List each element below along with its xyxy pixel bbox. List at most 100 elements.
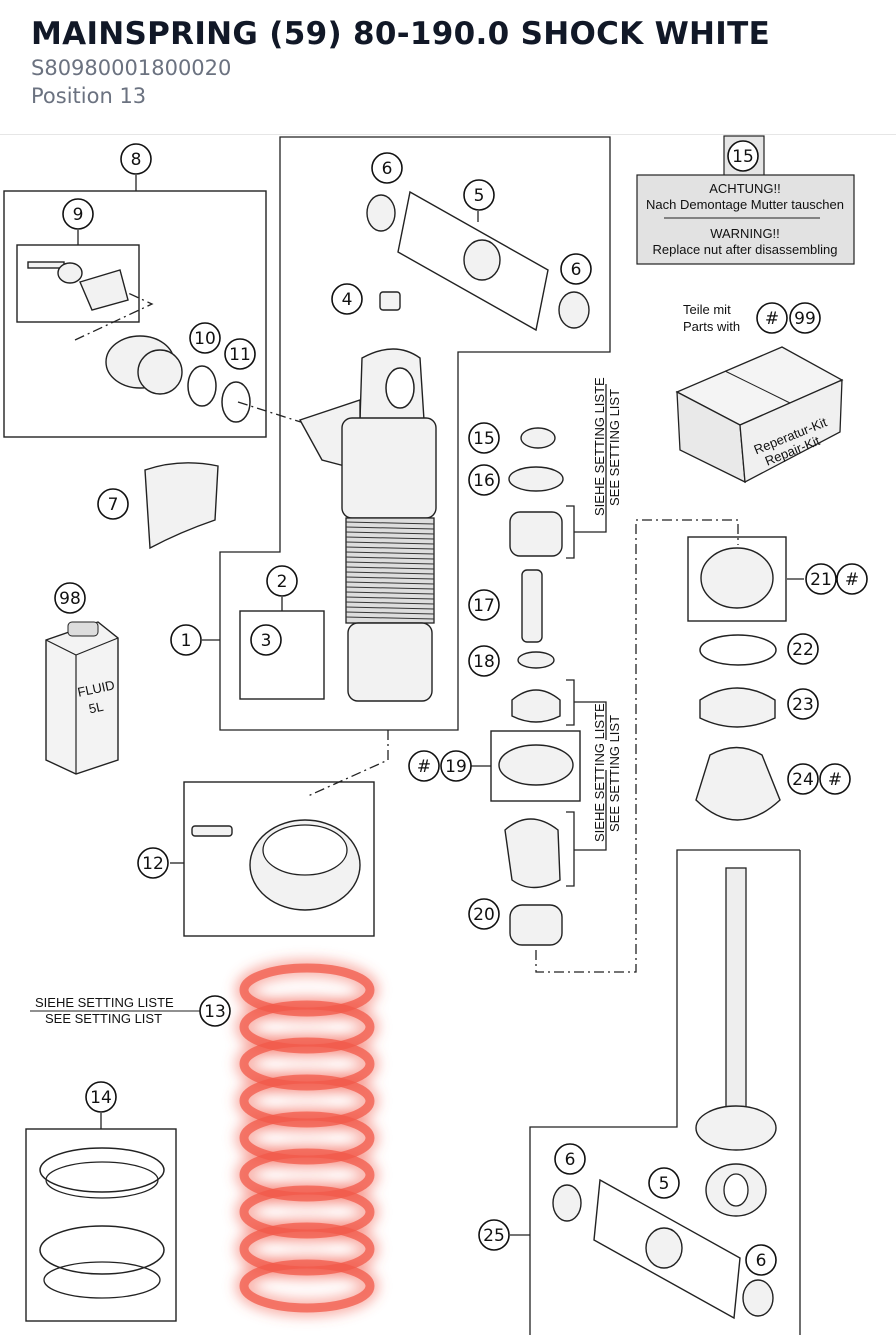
callout-label: 7 [108, 495, 119, 515]
setting-bracket [566, 679, 607, 740]
leader-lines [77, 175, 804, 1236]
part-5-bearing-lower [645, 1227, 683, 1269]
callout-c21h[interactable]: # [836, 563, 868, 595]
part-7-clip [144, 462, 219, 550]
callout-c9[interactable]: 9 [62, 198, 94, 230]
part-4 [379, 291, 401, 311]
callout-label: 15 [732, 147, 754, 167]
callout-c19h[interactable]: # [408, 750, 440, 782]
callout-label: 6 [571, 260, 582, 280]
callout-label: 1 [181, 631, 192, 651]
callout-c18[interactable]: 18 [468, 645, 500, 677]
callout-label: 16 [473, 471, 495, 491]
callout-c25[interactable]: 25 [478, 1219, 510, 1251]
callout-label: 18 [473, 652, 495, 672]
callout-label: # [845, 570, 859, 590]
callout-label: 22 [792, 640, 814, 660]
callout-c6a[interactable]: 6 [371, 152, 403, 184]
callout-c5b[interactable]: 5 [648, 1167, 680, 1199]
callout-c11[interactable]: 11 [224, 338, 256, 370]
main-shock-frame [219, 136, 611, 731]
callout-label: 6 [565, 1150, 576, 1170]
setting-list-en: SEE SETTING LIST [607, 715, 622, 832]
callout-label: 21 [810, 570, 832, 590]
setting-list-en: SEE SETTING LIST [45, 1011, 162, 1026]
setting-list-de: SIEHE SETTING LISTE [592, 377, 607, 516]
callout-c99h[interactable]: # [756, 302, 788, 334]
callout-label: 24 [792, 770, 814, 790]
callout-c15a[interactable]: 15 [468, 422, 500, 454]
callout-c21[interactable]: 21 [805, 563, 837, 595]
callout-c6c[interactable]: 6 [554, 1143, 586, 1175]
callout-label: 6 [756, 1251, 767, 1271]
callout-c1[interactable]: 1 [170, 624, 202, 656]
callout-c99[interactable]: 99 [789, 302, 821, 334]
header: MAINSPRING (59) 80-190.0 SHOCK WHITE S80… [0, 0, 896, 135]
callout-c2[interactable]: 2 [266, 565, 298, 597]
callout-c3[interactable]: 3 [250, 624, 282, 656]
warning-line-1: ACHTUNG!! [709, 181, 781, 196]
position-label: Position 13 [31, 84, 147, 108]
bearing-set-box-bottom [593, 1178, 741, 1320]
valve-stack [498, 427, 574, 946]
part-14-rings [39, 1147, 165, 1299]
callout-c17[interactable]: 17 [468, 589, 500, 621]
callout-c6b[interactable]: 6 [560, 253, 592, 285]
repair-kit-box: Reperatur-Kit Repair-Kit [675, 346, 844, 484]
part-number: S80980001800020 [31, 56, 232, 80]
callout-label: 99 [794, 309, 816, 329]
exploded-diagram: ACHTUNG!! Nach Demontage Mutter tauschen… [3, 135, 868, 1335]
page-title: MAINSPRING (59) 80-190.0 SHOCK WHITE [31, 16, 771, 52]
setting-list-en: SEE SETTING LIST [607, 389, 622, 506]
callout-c24[interactable]: 24 [787, 763, 819, 795]
warning-line-3: WARNING!! [710, 226, 780, 241]
callout-c6d[interactable]: 6 [745, 1244, 777, 1276]
part-6-seal-lower [552, 1184, 582, 1222]
callout-label: # [765, 309, 779, 329]
callout-c22[interactable]: 22 [787, 633, 819, 665]
callout-c8[interactable]: 8 [120, 143, 152, 175]
callout-c10[interactable]: 10 [189, 322, 221, 354]
callout-label: 12 [142, 854, 164, 874]
adjuster-box [3, 190, 267, 438]
callout-c98[interactable]: 98 [54, 582, 86, 614]
callout-c19[interactable]: 19 [440, 750, 472, 782]
bearing-set-box [397, 190, 549, 332]
callout-label: 20 [473, 905, 495, 925]
callout-label: 5 [474, 186, 485, 206]
callout-c7[interactable]: 7 [97, 488, 129, 520]
part-5-bearing [463, 239, 501, 281]
callout-label: 3 [261, 631, 272, 651]
callout-c24h[interactable]: # [819, 763, 851, 795]
callout-label: 13 [204, 1002, 226, 1022]
assembly-line [535, 519, 739, 973]
callout-c5a[interactable]: 5 [463, 179, 495, 211]
callout-c14[interactable]: 14 [85, 1081, 117, 1113]
valve-box [239, 610, 325, 700]
callout-c13[interactable]: 13 [199, 995, 231, 1027]
fluid-volume: 5L [87, 699, 104, 717]
part-6-seal-lower [742, 1279, 774, 1317]
callout-label: 19 [445, 757, 467, 777]
assembly-line [307, 730, 389, 797]
callout-label: # [417, 757, 431, 777]
callout-c12[interactable]: 12 [137, 847, 169, 879]
callout-label: 15 [473, 429, 495, 449]
callout-c15b[interactable]: 15 [727, 140, 759, 172]
reservoir-cap-box [183, 781, 375, 937]
callout-label: 4 [342, 290, 353, 310]
fluid-can: FLUID 5L [45, 621, 119, 775]
callout-c16[interactable]: 16 [468, 464, 500, 496]
setting-list-de: SIEHE SETTING LISTE [35, 995, 174, 1010]
callout-label: # [828, 770, 842, 790]
mainspring-highlight [235, 959, 379, 1317]
callout-label: 8 [131, 150, 142, 170]
callout-label: 25 [483, 1226, 505, 1246]
parts-with-en: Parts with [683, 319, 740, 334]
callout-c23[interactable]: 23 [787, 688, 819, 720]
callout-c20[interactable]: 20 [468, 898, 500, 930]
callout-label: 23 [792, 695, 814, 715]
callout-c4[interactable]: 4 [331, 283, 363, 315]
callout-label: 98 [59, 589, 81, 609]
setting-bracket [566, 384, 607, 559]
